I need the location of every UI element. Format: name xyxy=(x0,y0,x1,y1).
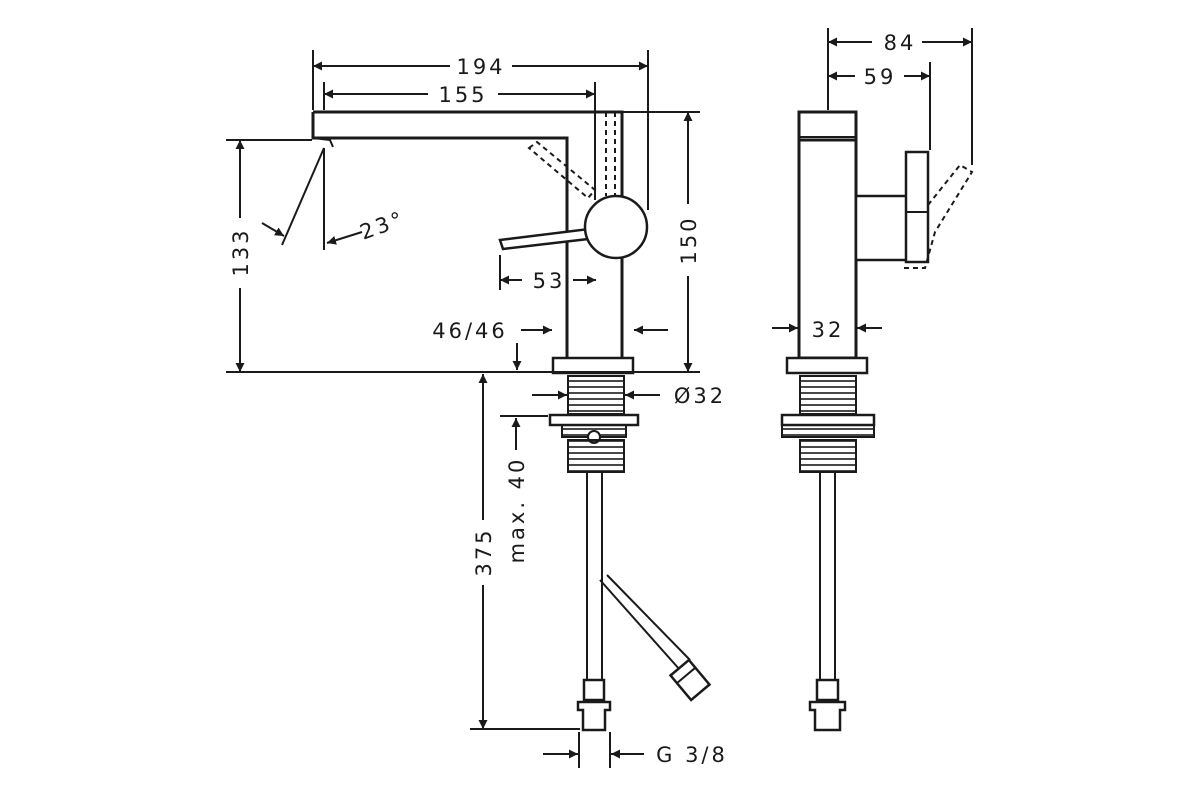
hose-vertical xyxy=(586,472,603,680)
aerator-tip xyxy=(312,137,334,148)
hose-nut-vertical xyxy=(576,700,612,732)
dim-spout-height: 133 xyxy=(229,227,253,276)
side-hose xyxy=(819,472,836,680)
handle-lever xyxy=(498,226,599,251)
side-dimensions: 84 59 32 xyxy=(772,28,973,342)
side-hose-ferrule xyxy=(815,678,840,702)
handle-hub xyxy=(583,194,649,260)
front-dimensions: 194 155 23° 133 150 53 46/46 xyxy=(226,50,728,768)
dim-side-depth: 84 xyxy=(884,31,917,55)
hose-angled xyxy=(599,574,691,671)
front-view xyxy=(311,110,712,732)
dim-body-diameter: Ø32 xyxy=(674,384,726,408)
side-hose-nut xyxy=(808,700,847,732)
mounting-plate xyxy=(548,413,640,427)
dim-spout-reach: 155 xyxy=(438,83,487,107)
dim-spout-angle: 23° xyxy=(357,206,409,244)
dim-overall-length: 194 xyxy=(456,55,505,79)
lock-nut xyxy=(567,439,625,473)
side-handle-cartridge xyxy=(854,194,910,262)
angle-leg xyxy=(281,147,325,246)
side-mounting-washer xyxy=(781,424,875,438)
hose-ferrule-vertical xyxy=(582,678,606,702)
side-threaded-shank xyxy=(799,375,857,415)
dim-hose-length: 375 xyxy=(472,527,496,576)
dim-line xyxy=(326,231,363,245)
base-flange xyxy=(551,356,635,375)
side-view xyxy=(780,110,974,732)
dim-line xyxy=(261,222,285,237)
threaded-shank xyxy=(567,375,625,415)
side-lock-nut xyxy=(799,439,857,473)
dim-lever-offset: 53 xyxy=(533,269,566,293)
hose-nut-angled xyxy=(668,658,712,702)
side-mounting-plate xyxy=(780,413,876,427)
lever-alt-position xyxy=(527,140,597,200)
dim-connection-thread: G 3/8 xyxy=(656,743,728,767)
dim-side-body-width: 32 xyxy=(812,318,845,342)
side-base-flange xyxy=(785,356,869,375)
dim-side-lever-depth: 59 xyxy=(864,65,897,89)
dim-cutout: 46/46 xyxy=(432,319,508,343)
dim-total-height: 150 xyxy=(677,215,701,264)
dim-max-counter-thickness: max. 40 xyxy=(505,457,529,564)
side-lever xyxy=(904,150,930,264)
side-lever-alt-position xyxy=(904,163,974,269)
